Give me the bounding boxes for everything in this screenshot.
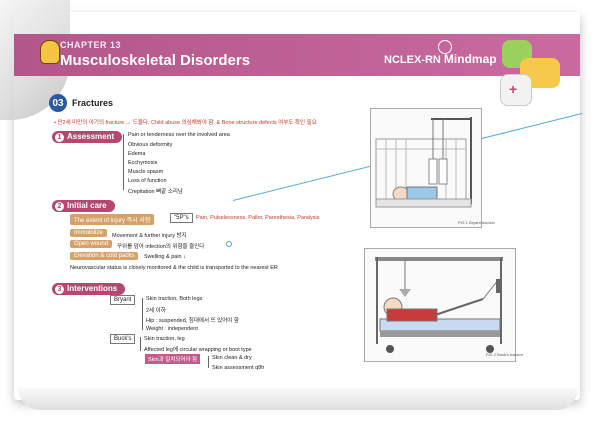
assessment-item: Muscle spasm [128, 169, 164, 175]
skin-item: Skin clean & dry [212, 355, 252, 361]
chapter-number: CHAPTER 13 [60, 40, 122, 50]
bryant-branch-line [142, 298, 143, 330]
bryant-traction-figure [370, 108, 482, 228]
initial-care-note: Neurovascular status is closely monitore… [70, 265, 278, 271]
page-curl-bottom [18, 388, 578, 410]
assessment-item: Pain or tenderness over the involved are… [128, 132, 230, 138]
skin-box: Skin과 일치되어야 함 [145, 354, 201, 364]
elevation-tag: Elevation & cold packs [70, 252, 139, 260]
bryant-traction-drawing [375, 117, 472, 208]
brand-suffix: Mindmap [443, 52, 497, 66]
assessment-item: Edema [128, 151, 146, 157]
bryant-item: 2세 이하 [146, 308, 166, 314]
initial-care-label: Initial care [67, 201, 107, 210]
open-wound-tag: Open wound [70, 240, 113, 248]
puzzle-piece-medical-icon: + [500, 74, 532, 106]
assessment-item: Loss of function [128, 178, 167, 184]
brand-logo-icon [438, 40, 452, 54]
elevation-detail: Swelling & pain ↓ [144, 254, 186, 260]
bucks-item: Affected leg에 circular wrapping or boot … [144, 347, 252, 353]
chapter-title: Musculoskeletal Disorders [60, 52, 251, 69]
bryant-item: Hip : suspended, 침대에서 뜨 있어야 함 [146, 318, 239, 324]
figure-1-caption: FIG 1 Bryant traction [458, 220, 495, 225]
lightbulb-icon [40, 40, 60, 64]
section-title: Fractures [72, 98, 114, 108]
bucks-traction-drawing [375, 257, 503, 353]
assessment-item: Obvious deformity [128, 142, 173, 148]
figure-2-caption: FIG 2 Buck's traction [486, 352, 523, 357]
bucks-box: Buck's [110, 334, 136, 344]
brand-name: NCLEX-RN [384, 54, 441, 66]
interventions-label: Interventions [67, 284, 118, 293]
five-p-box: "5P"s [170, 213, 193, 223]
extent-tag: The extent of injury 즉시 사정 [70, 214, 155, 225]
open-wound-detail: 꾸위를 덮어 infection의 위험을 줄인다 [117, 244, 205, 250]
bryant-item: Skin traction, Both legs [146, 296, 203, 302]
assessment-label: Assessment [67, 132, 115, 141]
bryant-box: Bryant [110, 295, 136, 305]
chapter-header-bar [14, 34, 580, 76]
immobilize-detail: Movement & further injury 방지 [112, 233, 187, 239]
bucks-branch-line [140, 337, 141, 351]
skin-branch-line [208, 356, 209, 368]
assessment-item: Crepitation 뼈끝 소리남 [128, 189, 183, 195]
immobilize-tag: Immobilize [70, 229, 107, 237]
section-intro: • 만2세 미만의 아기의 fracture → 드물다. Child abus… [54, 120, 317, 126]
assessment-branch-line [123, 134, 124, 190]
skin-item: Skin assessment q8h [212, 365, 265, 371]
bucks-item: Skin traction, leg [144, 336, 185, 342]
bucks-traction-figure [364, 248, 516, 362]
callout-connector-dot [226, 241, 232, 247]
five-p-detail: Pain, Pulselessness, Pallor, Paresthesia… [196, 215, 320, 221]
assessment-item: Ecchymosis [128, 160, 158, 166]
section-number-badge: 03 [49, 94, 67, 112]
bryant-item: Weight : independent [146, 326, 198, 332]
brand-title: NCLEX-RN Mindmap [384, 52, 497, 66]
